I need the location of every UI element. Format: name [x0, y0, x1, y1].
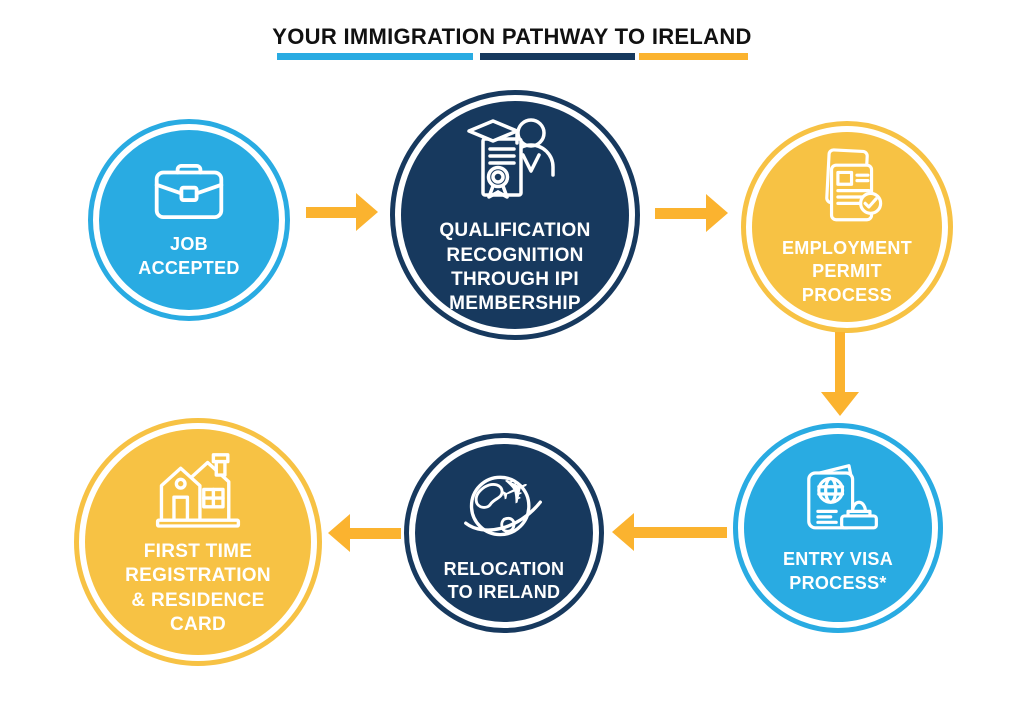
step-circle: ENTRY VISA PROCESS*: [744, 434, 932, 622]
step-label: RELOCATION TO IRELAND: [443, 558, 565, 602]
globe-plane-icon: ✈: [456, 462, 552, 548]
arrow-step2-to-step3: [655, 194, 728, 232]
title-underline-yellow: [639, 53, 748, 60]
step-qualification-recognition: QUALIFICATION RECOGNITION THROUGH IPI ME…: [390, 90, 640, 340]
step-label: FIRST TIME REGISTRATION & RESIDENCE CARD: [125, 540, 271, 635]
step-circle: QUALIFICATION RECOGNITION THROUGH IPI ME…: [401, 101, 629, 329]
arrow-step3-to-step4: [821, 332, 859, 416]
passport-stamp-icon: [796, 461, 880, 538]
house-icon: [148, 447, 248, 530]
step-label: JOB ACCEPTED: [138, 234, 240, 278]
step-circle: EMPLOYMENT PERMIT PROCESS: [752, 132, 942, 322]
step-entry-visa: ENTRY VISA PROCESS*: [733, 423, 943, 633]
step-circle: ✈ RELOCATION TO IRELAND: [415, 444, 593, 622]
svg-text:✈: ✈: [492, 465, 538, 517]
arrow-step4-to-step5: [612, 513, 727, 551]
step-first-registration: FIRST TIME REGISTRATION & RESIDENCE CARD: [74, 418, 322, 666]
page-title: YOUR IMMIGRATION PATHWAY TO IRELAND: [272, 24, 752, 49]
step-job-accepted: JOB ACCEPTED: [88, 119, 290, 321]
documents-check-icon: [806, 147, 888, 227]
arrow-step1-to-step2: [306, 193, 378, 231]
step-circle: FIRST TIME REGISTRATION & RESIDENCE CARD: [85, 429, 311, 655]
step-circle: JOB ACCEPTED: [99, 130, 279, 310]
step-label: EMPLOYMENT PERMIT PROCESS: [781, 238, 912, 305]
step-employment-permit: EMPLOYMENT PERMIT PROCESS: [741, 121, 953, 333]
arrow-step5-to-step6: [328, 514, 401, 552]
step-relocation: ✈ RELOCATION TO IRELAND: [404, 433, 604, 633]
title-underline-blue: [277, 53, 473, 60]
step-label: QUALIFICATION RECOGNITION THROUGH IPI ME…: [439, 220, 591, 315]
qualification-certificate-icon: [465, 113, 565, 213]
briefcase-icon: [151, 160, 227, 223]
step-label: ENTRY VISA PROCESS*: [782, 549, 894, 593]
title-underline-navy: [480, 53, 635, 60]
